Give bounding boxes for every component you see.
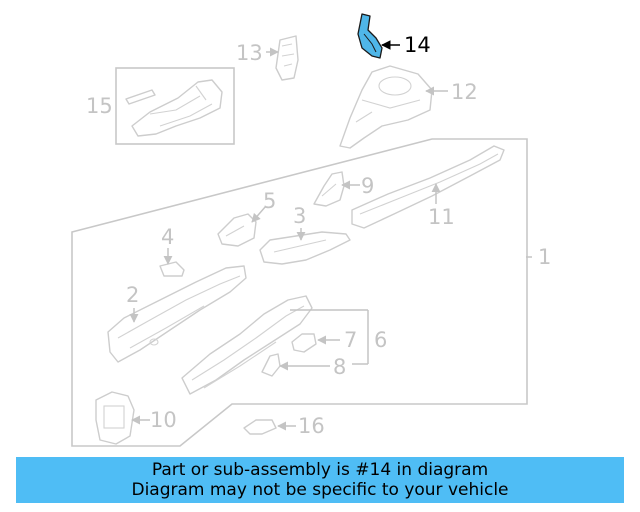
assembly-frame-1 — [71, 138, 528, 447]
info-banner: Part or sub-assembly is #14 in diagram D… — [16, 457, 624, 503]
part-4[interactable] — [159, 261, 185, 277]
callout-10: 10 — [150, 408, 177, 432]
part-11[interactable] — [351, 145, 505, 229]
callout-1: 1 — [538, 245, 551, 269]
part-6[interactable] — [181, 295, 313, 395]
part-8[interactable] — [261, 353, 281, 377]
callout-7: 7 — [344, 328, 357, 352]
part-15[interactable] — [125, 79, 223, 137]
callout-12: 12 — [451, 80, 478, 104]
part-12[interactable] — [339, 65, 433, 149]
part-3[interactable] — [259, 231, 351, 265]
part-13[interactable] — [275, 35, 299, 81]
callout-11: 11 — [428, 205, 455, 229]
callout-4: 4 — [161, 225, 174, 249]
part-14[interactable] — [357, 13, 383, 59]
part-7[interactable] — [291, 333, 317, 353]
part-16[interactable] — [243, 419, 277, 435]
callout-16: 16 — [298, 414, 325, 438]
banner-line-disclaimer: Diagram may not be specific to your vehi… — [131, 480, 509, 500]
callout-9: 9 — [361, 174, 374, 198]
callout-13: 13 — [236, 41, 263, 65]
leader-lines — [129, 40, 532, 431]
callout-14: 14 — [404, 33, 431, 57]
part-9[interactable] — [313, 171, 345, 207]
part-5[interactable] — [217, 213, 257, 247]
callout-8: 8 — [333, 355, 346, 379]
callout-6: 6 — [374, 328, 387, 352]
callout-3: 3 — [293, 204, 306, 228]
part-2[interactable] — [107, 265, 247, 363]
callout-5: 5 — [263, 189, 276, 213]
callout-2: 2 — [126, 283, 139, 307]
banner-line-part: Part or sub-assembly is #14 in diagram — [151, 460, 489, 480]
part-10[interactable] — [95, 391, 135, 445]
assembly-frame-15 — [115, 67, 235, 145]
callout-15: 15 — [86, 94, 113, 118]
